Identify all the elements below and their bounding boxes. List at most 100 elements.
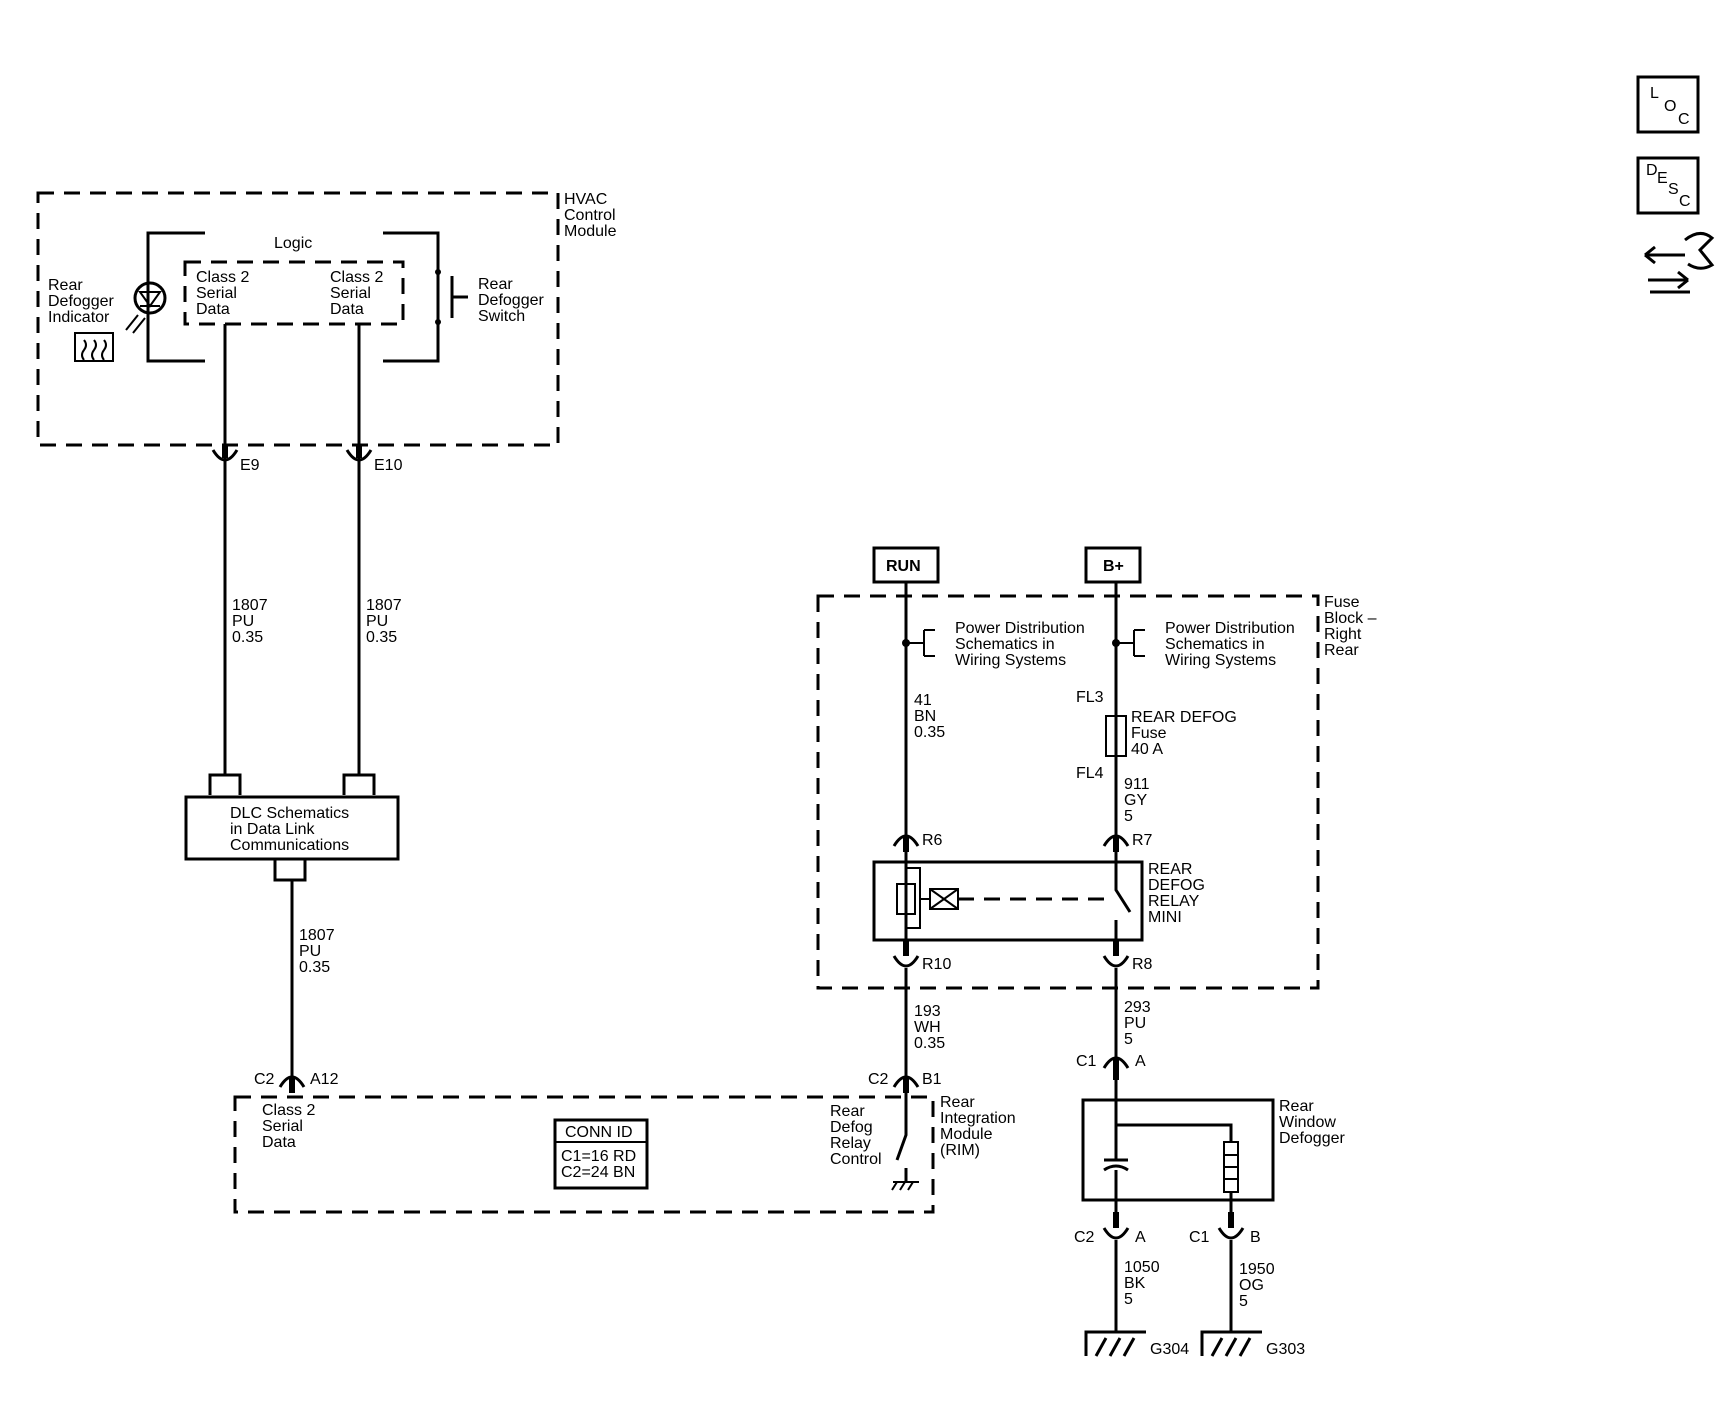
desc-letter-e: E bbox=[1657, 170, 1668, 187]
run-label: RUN bbox=[886, 558, 921, 575]
fl4-label: FL4 bbox=[1076, 765, 1104, 782]
rim-name-4: (RIM) bbox=[940, 1142, 980, 1159]
serial-right-1: Class 2 bbox=[330, 269, 383, 286]
w1807-dlc-size: 0.35 bbox=[299, 959, 330, 976]
relay-control-3: Relay bbox=[830, 1135, 871, 1152]
defogger-switch-icon bbox=[436, 272, 468, 322]
pin-e9: E9 bbox=[240, 457, 260, 474]
w911-num: 911 bbox=[1124, 776, 1150, 793]
fuse-icon bbox=[1105, 715, 1127, 757]
fuse-block-boundary bbox=[816, 594, 1320, 990]
w1050-color: BK bbox=[1124, 1275, 1146, 1292]
rim-c2-a12-conn: C2 bbox=[254, 1071, 275, 1088]
serial-left-3: Data bbox=[196, 301, 230, 318]
w193-num: 193 bbox=[914, 1003, 941, 1020]
hvac-module-name-2: Control bbox=[564, 207, 616, 224]
pin-e10: E10 bbox=[374, 457, 403, 474]
fuse-block-label-4: Rear bbox=[1324, 642, 1359, 659]
dlc-text-3: Communications bbox=[230, 837, 349, 854]
relay-tool-icon[interactable] bbox=[1644, 232, 1715, 294]
indicator-lamp-icon bbox=[133, 281, 167, 315]
rim-serial-3: Data bbox=[262, 1134, 296, 1151]
w1807-dlc-color: PU bbox=[299, 943, 321, 960]
bplus-terminal bbox=[1084, 546, 1142, 584]
rim-name-2: Integration bbox=[940, 1110, 1016, 1127]
w1807-right-size: 0.35 bbox=[366, 629, 397, 646]
rim-ground-icon bbox=[891, 1181, 919, 1191]
w1807-left-size: 0.35 bbox=[232, 629, 263, 646]
hvac-module-boundary bbox=[36, 191, 560, 447]
relay-control-4: Control bbox=[830, 1151, 882, 1168]
rim-serial-2: Serial bbox=[262, 1118, 303, 1135]
loc-button[interactable]: L O C bbox=[1636, 75, 1700, 134]
w293-color: PU bbox=[1124, 1015, 1146, 1032]
conn-id-title: CONN ID bbox=[565, 1124, 633, 1141]
indicator-label-2: Defogger bbox=[48, 293, 114, 310]
relay-coil-icon bbox=[896, 883, 916, 915]
g304-label: G304 bbox=[1150, 1341, 1189, 1358]
fuse-label-2: Fuse bbox=[1131, 725, 1167, 742]
rim-serial-1: Class 2 bbox=[262, 1102, 315, 1119]
pin-r7: R7 bbox=[1132, 832, 1153, 849]
logic-block bbox=[183, 260, 405, 326]
fl3-label: FL3 bbox=[1076, 689, 1104, 706]
relay-control-1: Rear bbox=[830, 1103, 865, 1120]
defog-c1-a-pin: A bbox=[1135, 1053, 1146, 1070]
w293-num: 293 bbox=[1124, 999, 1151, 1016]
w41-size: 0.35 bbox=[914, 724, 945, 741]
fuse-label-1: REAR DEFOG bbox=[1131, 709, 1237, 726]
ground-g304-icon bbox=[1084, 1330, 1146, 1357]
serial-left-2: Serial bbox=[196, 285, 237, 302]
rim-c2-b1-pin: B1 bbox=[922, 1071, 942, 1088]
rim-name-3: Module bbox=[940, 1126, 993, 1143]
w41-num: 41 bbox=[914, 692, 932, 709]
desc-letter-c: C bbox=[1679, 193, 1691, 210]
relay-label-1: REAR bbox=[1148, 861, 1192, 878]
w1807-right-color: PU bbox=[366, 613, 388, 630]
bplus-label: B+ bbox=[1103, 558, 1124, 575]
hvac-module-name-3: Module bbox=[564, 223, 617, 240]
dlc-text-2: in Data Link bbox=[230, 821, 315, 838]
w1950-num: 1950 bbox=[1239, 1261, 1275, 1278]
desc-button[interactable]: D E S C bbox=[1636, 156, 1700, 215]
defogger-box[interactable] bbox=[1081, 1098, 1275, 1202]
conn-id-c2: C2=24 BN bbox=[561, 1164, 635, 1181]
w41-color: BN bbox=[914, 708, 936, 725]
w1807-dlc-num: 1807 bbox=[299, 927, 335, 944]
pd-left-3: Wiring Systems bbox=[955, 652, 1066, 669]
ground-g303-icon bbox=[1200, 1330, 1262, 1357]
pd-right-3: Wiring Systems bbox=[1165, 652, 1276, 669]
relay-label-3: RELAY bbox=[1148, 893, 1200, 910]
switch-label-3: Switch bbox=[478, 308, 525, 325]
conn-id-c1: C1=16 RD bbox=[561, 1148, 636, 1165]
relay-control-2: Defog bbox=[830, 1119, 873, 1136]
w293-size: 5 bbox=[1124, 1031, 1133, 1048]
w1807-left-num: 1807 bbox=[232, 597, 268, 614]
loc-letter-l: L bbox=[1650, 85, 1659, 102]
pd-right-1: Power Distribution bbox=[1165, 620, 1295, 637]
indicator-label-1: Rear bbox=[48, 277, 83, 294]
serial-right-2: Serial bbox=[330, 285, 371, 302]
rim-c2-b1-conn: C2 bbox=[868, 1071, 889, 1088]
switch-label-2: Defogger bbox=[478, 292, 544, 309]
w193-size: 0.35 bbox=[914, 1035, 945, 1052]
rim-name-1: Rear bbox=[940, 1094, 975, 1111]
w911-size: 5 bbox=[1124, 808, 1133, 825]
defogger-name-3: Defogger bbox=[1279, 1130, 1345, 1147]
defog-c1-b-pin: B bbox=[1250, 1229, 1261, 1246]
fuse-label-3: 40 A bbox=[1131, 741, 1163, 758]
pd-right-2: Schematics in bbox=[1165, 636, 1265, 653]
defogger-name-1: Rear bbox=[1279, 1098, 1314, 1115]
desc-letter-s: S bbox=[1668, 181, 1679, 198]
w1807-left-color: PU bbox=[232, 613, 254, 630]
dlc-box[interactable] bbox=[184, 795, 400, 861]
fuse-block-label-2: Block – bbox=[1324, 610, 1377, 627]
conn-id-box bbox=[553, 1118, 649, 1190]
w911-color: GY bbox=[1124, 792, 1147, 809]
pin-r8: R8 bbox=[1132, 956, 1153, 973]
defog-c1-b-conn: C1 bbox=[1189, 1229, 1210, 1246]
desc-letter-d: D bbox=[1646, 162, 1658, 179]
g303-label: G303 bbox=[1266, 1341, 1305, 1358]
fuse-block-label-1: Fuse bbox=[1324, 594, 1360, 611]
